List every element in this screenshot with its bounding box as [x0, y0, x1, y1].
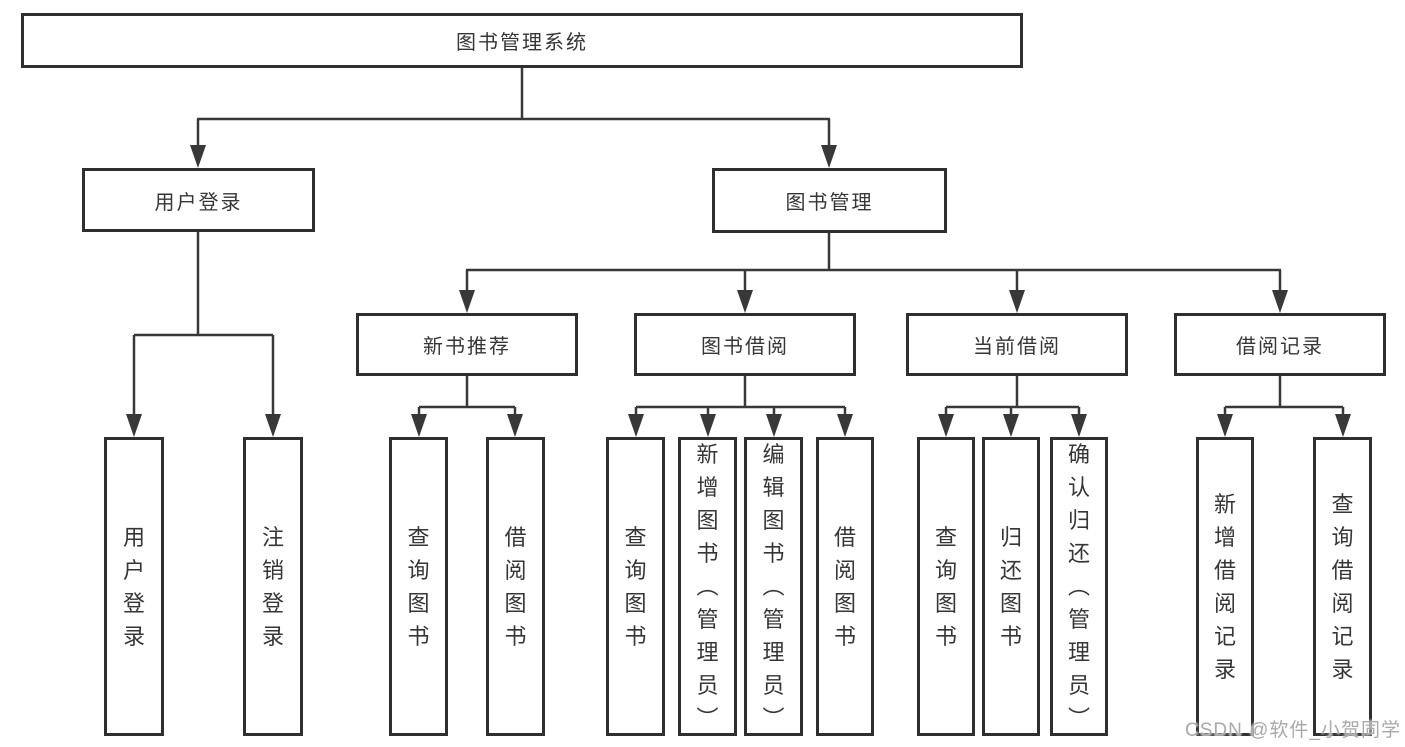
leaf-query-books-current: 查 询 图 书: [917, 437, 975, 736]
leaf-confirm-return-admin: 确 认 归 还 ︵ 管 理 员 ︶: [1050, 437, 1108, 736]
leaf-query-books-current-label: 查 询 图 书: [934, 524, 957, 649]
leaf-add-books-admin: 新 增 图 书 ︵ 管 理 员 ︶: [678, 437, 737, 736]
csdn-watermark: CSDN @软件_小贺同学: [1185, 720, 1401, 741]
node-borrowing-records: 借阅记录: [1174, 313, 1386, 376]
leaf-borrow-books-borrowing: 借 阅 图 书: [816, 437, 874, 736]
leaf-borrow-books-recommend: 借 阅 图 书: [486, 437, 545, 736]
leaf-edit-books-admin: 编 辑 图 书 ︵ 管 理 员 ︶: [744, 437, 803, 736]
leaf-user-login: 用 户 登 录: [104, 437, 164, 736]
node-current-borrowing: 当前借阅: [906, 313, 1128, 376]
node-book-borrowing: 图书借阅: [634, 313, 856, 376]
leaf-add-borrow-record: 新 增 借 阅 记 录: [1196, 437, 1254, 736]
leaf-logout-login-label: 注 销 登 录: [261, 524, 284, 649]
leaf-query-books-recommend-label: 查 询 图 书: [407, 524, 430, 649]
leaf-return-books-label: 归 还 图 书: [999, 524, 1022, 649]
leaf-logout-login: 注 销 登 录: [243, 437, 303, 736]
leaf-query-books-borrowing-label: 查 询 图 书: [624, 524, 647, 649]
leaf-borrow-books-borrowing-label: 借 阅 图 书: [833, 524, 856, 649]
leaf-query-books-borrowing: 查 询 图 书: [606, 437, 665, 736]
leaf-query-borrow-record-label: 查 询 借 阅 记 录: [1331, 491, 1354, 682]
node-library-management-system: 图书管理系统: [21, 13, 1023, 68]
leaf-edit-books-admin-label: 编 辑 图 书 ︵ 管 理 员 ︶: [762, 442, 785, 731]
leaf-user-login-label: 用 户 登 录: [122, 524, 145, 649]
leaf-borrow-books-recommend-label: 借 阅 图 书: [504, 524, 527, 649]
leaf-query-borrow-record: 查 询 借 阅 记 录: [1313, 437, 1372, 736]
leaf-confirm-return-admin-label: 确 认 归 还 ︵ 管 理 员 ︶: [1067, 442, 1090, 731]
node-new-book-recommendation: 新书推荐: [356, 313, 578, 376]
leaf-add-borrow-record-label: 新 增 借 阅 记 录: [1213, 491, 1236, 682]
leaf-return-books: 归 还 图 书: [982, 437, 1040, 736]
arrowheads: [126, 145, 1351, 437]
leaf-add-books-admin-label: 新 增 图 书 ︵ 管 理 员 ︶: [696, 442, 719, 731]
node-book-management: 图书管理: [712, 168, 947, 233]
node-user-login: 用户登录: [82, 168, 315, 232]
leaf-query-books-recommend: 查 询 图 书: [389, 437, 448, 736]
